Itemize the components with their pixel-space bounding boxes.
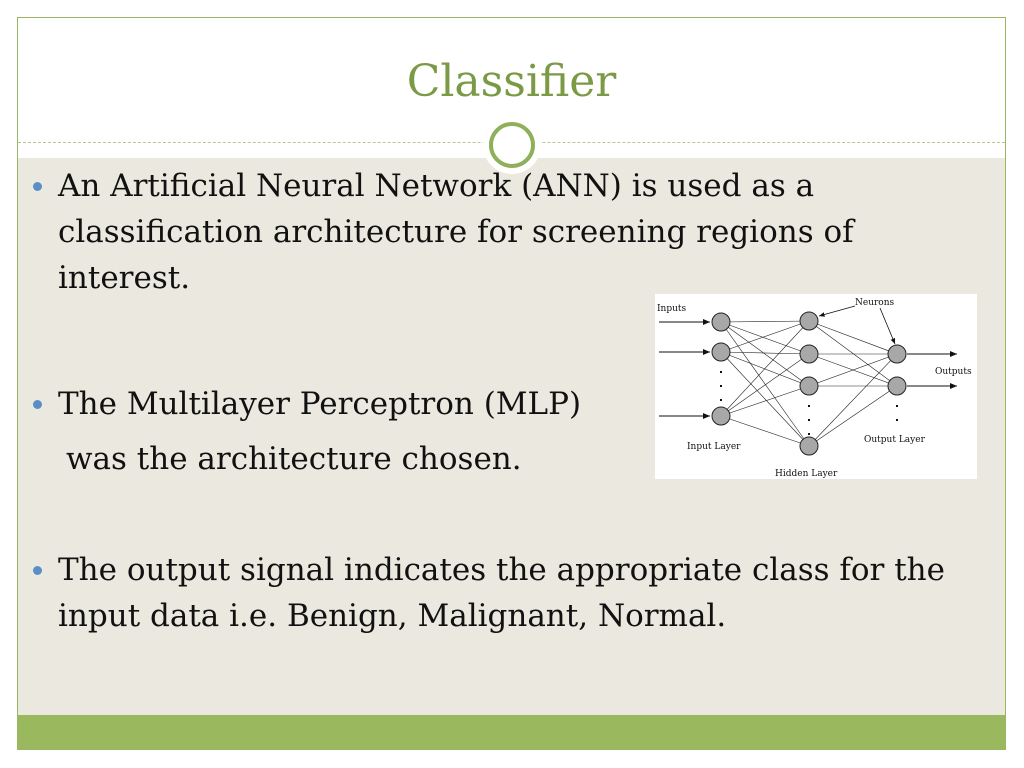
connection-line — [720, 321, 810, 447]
connection-line — [808, 353, 898, 387]
network-nodes — [711, 311, 907, 456]
outputs-label: Outputs — [935, 367, 972, 377]
neurons-label: Neurons — [855, 298, 895, 308]
input-neuron — [711, 406, 731, 426]
hidden-neuron — [799, 376, 819, 396]
bullet-dot-icon — [33, 400, 42, 409]
connection-line — [720, 320, 810, 323]
connection-line — [720, 351, 810, 355]
slide-title: Classifier — [406, 56, 617, 107]
input-arrows — [659, 319, 957, 419]
bullet-dot-icon — [33, 566, 42, 575]
bullet-text: An Artificial Neural Network (ANN) is us… — [58, 168, 854, 296]
neural-network-diagram: Inputs Neurons Outputs Input Layer Hidde… — [655, 294, 977, 479]
ellipsis-dot — [808, 419, 810, 421]
bullet-text: The output signal indicates the appropri… — [58, 552, 945, 634]
neural-network-svg: Inputs Neurons Outputs Input Layer Hidde… — [657, 298, 972, 479]
bullet-item: The Multilayer Perceptron (MLP) — [33, 381, 658, 427]
bullet-text: The Multilayer Perceptron (MLP) — [58, 386, 582, 422]
connection-line — [808, 320, 898, 387]
connection-line — [720, 353, 810, 417]
neurons-pointer-arrow — [879, 307, 896, 345]
connection-line — [720, 320, 810, 353]
bullet-continuation: was the architecture chosen. — [66, 441, 522, 477]
connection-line — [720, 351, 810, 387]
ellipsis-dot — [808, 405, 810, 407]
connection-line — [808, 353, 898, 447]
connection-line — [720, 321, 810, 355]
hidden-layer-label: Hidden Layer — [775, 469, 838, 479]
connection-line — [720, 385, 810, 417]
connection-line — [808, 385, 898, 447]
footer-bar — [18, 715, 1005, 749]
neurons-pointer-arrow — [818, 305, 856, 317]
connection-line — [720, 351, 810, 447]
inputs-label: Inputs — [657, 304, 687, 314]
ellipsis-dot — [896, 419, 898, 421]
hidden-neuron — [799, 344, 819, 364]
ellipsis-dot — [896, 405, 898, 407]
input-layer-label: Input Layer — [687, 442, 741, 452]
ellipsis-dot — [720, 371, 722, 373]
network-connections — [720, 320, 898, 447]
input-neuron — [711, 312, 731, 332]
bullet-item: An Artificial Neural Network (ANN) is us… — [33, 163, 918, 301]
hidden-neuron — [799, 436, 819, 456]
connection-line — [720, 415, 810, 447]
ellipsis-dot — [808, 433, 810, 435]
output-layer-label: Output Layer — [864, 435, 926, 445]
connection-line — [808, 320, 898, 355]
bullet-dot-icon — [33, 182, 42, 191]
ellipsis-dot — [720, 399, 722, 401]
bullet-item: The output signal indicates the appropri… — [33, 547, 958, 639]
circle-ornament-icon — [483, 116, 541, 174]
hidden-neuron — [799, 311, 819, 331]
ellipsis-dots — [720, 371, 898, 435]
output-neuron — [887, 376, 907, 396]
ellipsis-dot — [720, 385, 722, 387]
output-neuron — [887, 344, 907, 364]
connection-line — [720, 320, 810, 417]
connection-line — [720, 321, 810, 387]
input-neuron — [711, 342, 731, 362]
ring-icon — [489, 122, 535, 168]
